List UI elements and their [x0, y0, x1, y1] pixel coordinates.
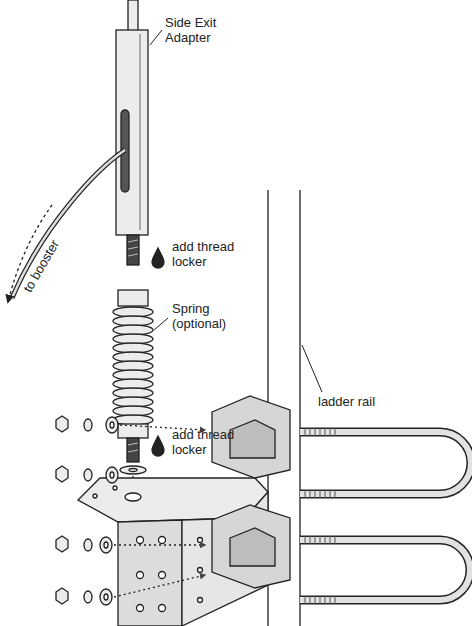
part-label: Side Exit Adapter	[165, 16, 245, 46]
part-label: add thread locker	[172, 240, 236, 270]
part-label: Spring (optional)	[172, 302, 242, 332]
part-label: ladder rail	[318, 395, 418, 410]
part-label: add thread locker	[172, 428, 236, 458]
